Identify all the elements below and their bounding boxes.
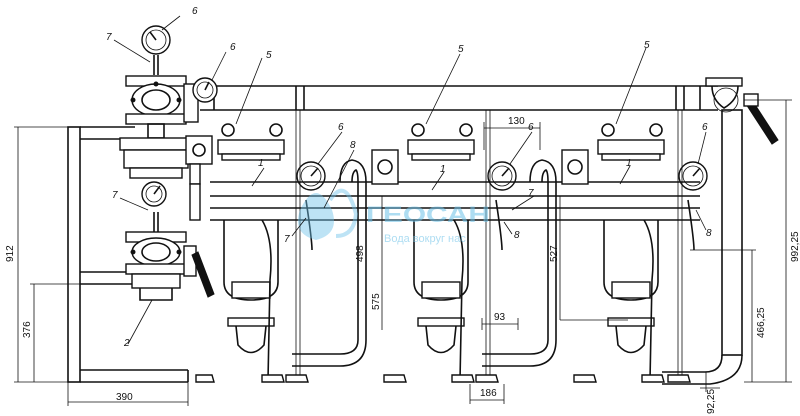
callout-7-lower: 7	[112, 190, 118, 201]
filter-unit-2	[383, 123, 475, 383]
callout-7-gauge2: 7	[528, 188, 534, 199]
watermark: ГЕОСАН Вода вокруг нас	[298, 188, 490, 245]
watermark-brand: ГЕОСАН	[366, 202, 490, 227]
inlet-assembly-lower	[125, 212, 215, 301]
dim-376-label: 376	[22, 321, 33, 338]
callout-6-top: 6	[192, 6, 198, 17]
gauge-1	[296, 161, 326, 191]
dimension-992-25: 992,25	[744, 99, 800, 383]
gauge-lower-left	[141, 181, 167, 207]
gauge-3	[678, 161, 708, 191]
callout-8-gauge1: 8	[350, 140, 356, 151]
callout-1-unit2: 1	[440, 164, 446, 175]
dim-390-label: 390	[116, 392, 133, 403]
callout-5-unit2: 5	[458, 44, 464, 55]
callout-numbers: 6 7 6 5 5 5 6 8 6 6 1 1 1 7 7 7 8 8 2	[106, 6, 712, 349]
mid-distribution-pipe	[210, 181, 700, 221]
callout-2: 2	[123, 338, 130, 349]
dim-466-25-label: 466,25	[756, 307, 767, 338]
dimension-575: 575	[371, 196, 383, 330]
callout-1-unit1: 1	[258, 158, 264, 169]
dimension-186: 186	[469, 384, 505, 404]
dim-186-label: 186	[480, 388, 497, 399]
callout-6-gauge3: 6	[702, 122, 708, 133]
callout-8-gauge2: 8	[514, 230, 520, 241]
dimension-527: 527	[549, 196, 628, 321]
dimension-92-25: 92,25	[700, 372, 720, 414]
dimension-912: 912	[5, 126, 68, 383]
support-frame	[67, 126, 189, 383]
dimension-93: 93	[481, 312, 519, 330]
leader-lines	[113, 15, 707, 345]
callout-5-unit1: 5	[266, 50, 272, 61]
u-bend-2	[482, 149, 589, 367]
filter-unit-3	[573, 123, 665, 383]
dim-92-25-label: 92,25	[706, 389, 717, 414]
callout-7-gauge1: 7	[284, 234, 290, 245]
bypass-lines	[285, 110, 695, 383]
dim-992-25-label: 992,25	[790, 231, 800, 262]
dim-575-label: 575	[371, 293, 382, 310]
top-header-pipe	[200, 85, 718, 111]
gauge-top-left	[141, 25, 171, 55]
dimension-376: 376	[22, 283, 80, 382]
dim-527-label: 527	[549, 245, 560, 262]
u-bend-1	[292, 149, 399, 367]
dimension-498: 498	[355, 196, 367, 310]
callout-6-header: 6	[230, 42, 236, 53]
dim-498-label: 498	[355, 245, 366, 262]
right-return-pipe	[662, 77, 779, 385]
callout-7-top: 7	[106, 32, 112, 43]
callout-8-gauge3: 8	[706, 228, 712, 239]
callout-5-unit3: 5	[644, 40, 650, 51]
gauge-header	[192, 77, 218, 103]
dim-130-label: 130	[508, 116, 525, 127]
watermark-tagline: Вода вокруг нас	[384, 233, 466, 245]
callout-6-gauge1: 6	[338, 122, 344, 133]
dim-93-label: 93	[494, 312, 506, 323]
dimension-390: 390	[67, 382, 189, 406]
callout-1-unit3: 1	[626, 158, 632, 169]
filter-unit-1	[195, 123, 285, 383]
callout-6-gauge2: 6	[528, 122, 534, 133]
gauge-2	[487, 161, 517, 191]
dimension-130: 130	[483, 116, 541, 150]
dim-912-label: 912	[5, 245, 16, 262]
dimension-466-25: 466,25	[690, 249, 767, 382]
